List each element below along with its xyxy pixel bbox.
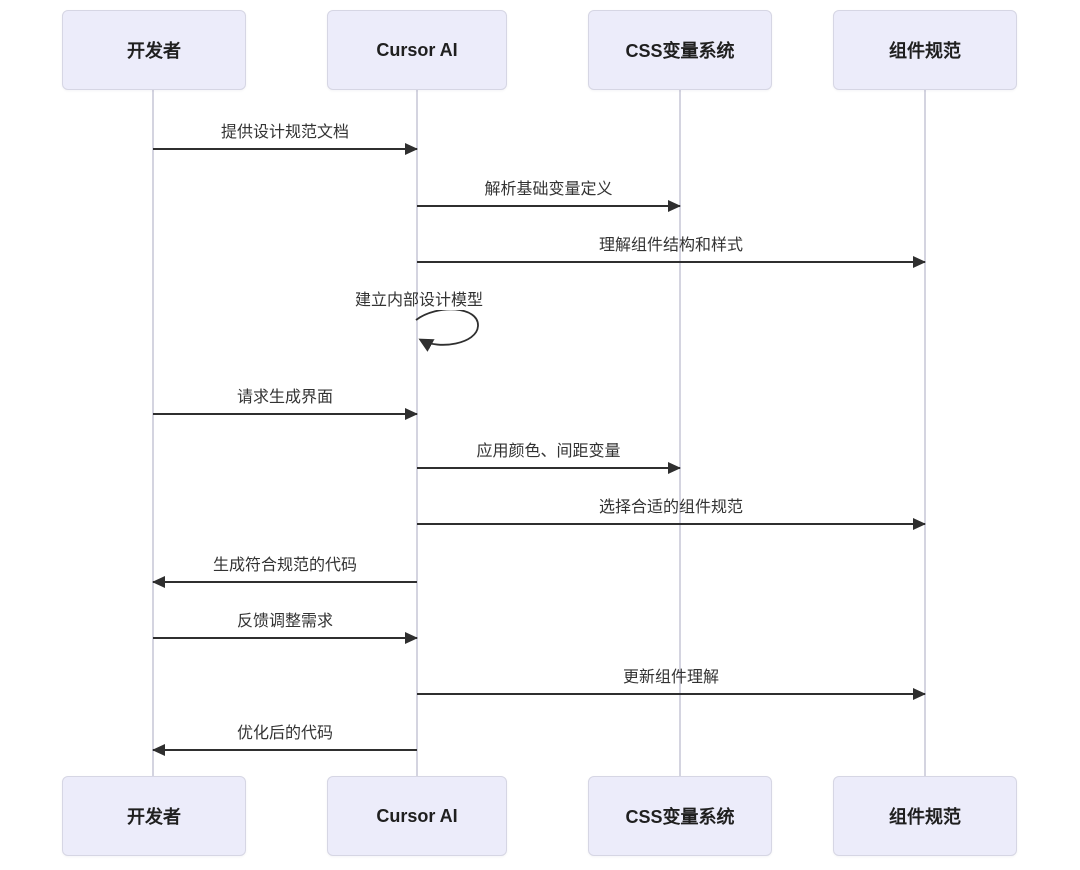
actor-label: Cursor AI — [376, 39, 458, 60]
message-feedback-adjustment: 反馈调整需求 — [153, 609, 418, 644]
message-arrow-line — [417, 205, 680, 207]
actor-box-css-variable-system-bottom: CSS变量系统 — [588, 776, 772, 856]
message-label: 请求生成界面 — [236, 389, 333, 406]
message-update-component-understanding: 更新组件理解 — [417, 665, 926, 700]
message-request-generate-ui: 请求生成界面 — [153, 385, 418, 420]
arrowhead-left-icon — [152, 744, 165, 756]
message-arrow-line — [417, 693, 925, 695]
message-arrow-line — [417, 261, 925, 263]
message-arrow-line — [153, 148, 417, 150]
message-arrow-line — [153, 581, 417, 583]
message-label: 反馈调整需求 — [236, 613, 333, 630]
message-optimized-code: 优化后的代码 — [152, 721, 417, 756]
arrowhead-right-icon — [913, 688, 926, 700]
message-understand-component-structure: 理解组件结构和样式 — [417, 233, 926, 268]
actor-label: CSS变量系统 — [625, 807, 735, 827]
message-arrow-line — [153, 749, 417, 751]
message-label: 优化后的代码 — [236, 725, 333, 742]
message-select-component-spec: 选择合适的组件规范 — [417, 495, 926, 530]
message-label: 应用颜色、间距变量 — [476, 443, 621, 460]
arrowhead-right-icon — [405, 408, 418, 420]
actor-label: CSS变量系统 — [625, 41, 735, 61]
arrowhead-right-icon — [668, 462, 681, 474]
self-loop-arrow — [415, 310, 479, 352]
message-apply-color-spacing-variables: 应用颜色、间距变量 — [417, 439, 681, 474]
message-arrow-line — [153, 413, 417, 415]
message-label: 更新组件理解 — [622, 669, 719, 686]
actor-box-cursor-ai-bottom: Cursor AI — [327, 776, 507, 856]
lifeline-cursor-ai — [416, 90, 418, 776]
actor-box-developer-top: 开发者 — [62, 10, 246, 90]
message-provide-design-spec: 提供设计规范文档 — [153, 120, 418, 155]
actor-box-component-spec-bottom: 组件规范 — [833, 776, 1017, 856]
message-arrow-line — [153, 637, 417, 639]
message-label: 选择合适的组件规范 — [598, 499, 743, 516]
actor-label: 开发者 — [127, 41, 181, 61]
actor-label: 组件规范 — [889, 41, 961, 61]
actor-label: 组件规范 — [889, 807, 961, 827]
message-label: 提供设计规范文档 — [220, 124, 349, 141]
arrowhead-right-icon — [405, 143, 418, 155]
arrowhead-right-icon — [405, 632, 418, 644]
actor-label: 开发者 — [127, 807, 181, 827]
arrowhead-right-icon — [913, 518, 926, 530]
arrowhead-right-icon — [668, 200, 681, 212]
actor-box-cursor-ai-top: Cursor AI — [327, 10, 507, 90]
arrowhead-right-icon — [913, 256, 926, 268]
lifeline-component-spec — [924, 90, 926, 776]
message-arrow-line — [417, 523, 925, 525]
lifeline-css-variable-system — [679, 90, 681, 776]
message-label: 解析基础变量定义 — [484, 181, 613, 198]
message-parse-base-variables: 解析基础变量定义 — [417, 177, 681, 212]
message-arrow-line — [417, 467, 680, 469]
message-generate-compliant-code: 生成符合规范的代码 — [152, 553, 417, 588]
arrowhead-left-icon — [152, 576, 165, 588]
message-label: 理解组件结构和样式 — [598, 237, 743, 254]
lifeline-developer — [152, 90, 154, 776]
actor-box-developer-bottom: 开发者 — [62, 776, 246, 856]
message-label: 生成符合规范的代码 — [212, 557, 357, 574]
message-build-internal-model-label: 建立内部设计模型 — [354, 292, 483, 309]
actor-label: Cursor AI — [376, 805, 458, 826]
actor-box-component-spec-top: 组件规范 — [833, 10, 1017, 90]
actor-box-css-variable-system-top: CSS变量系统 — [588, 10, 772, 90]
